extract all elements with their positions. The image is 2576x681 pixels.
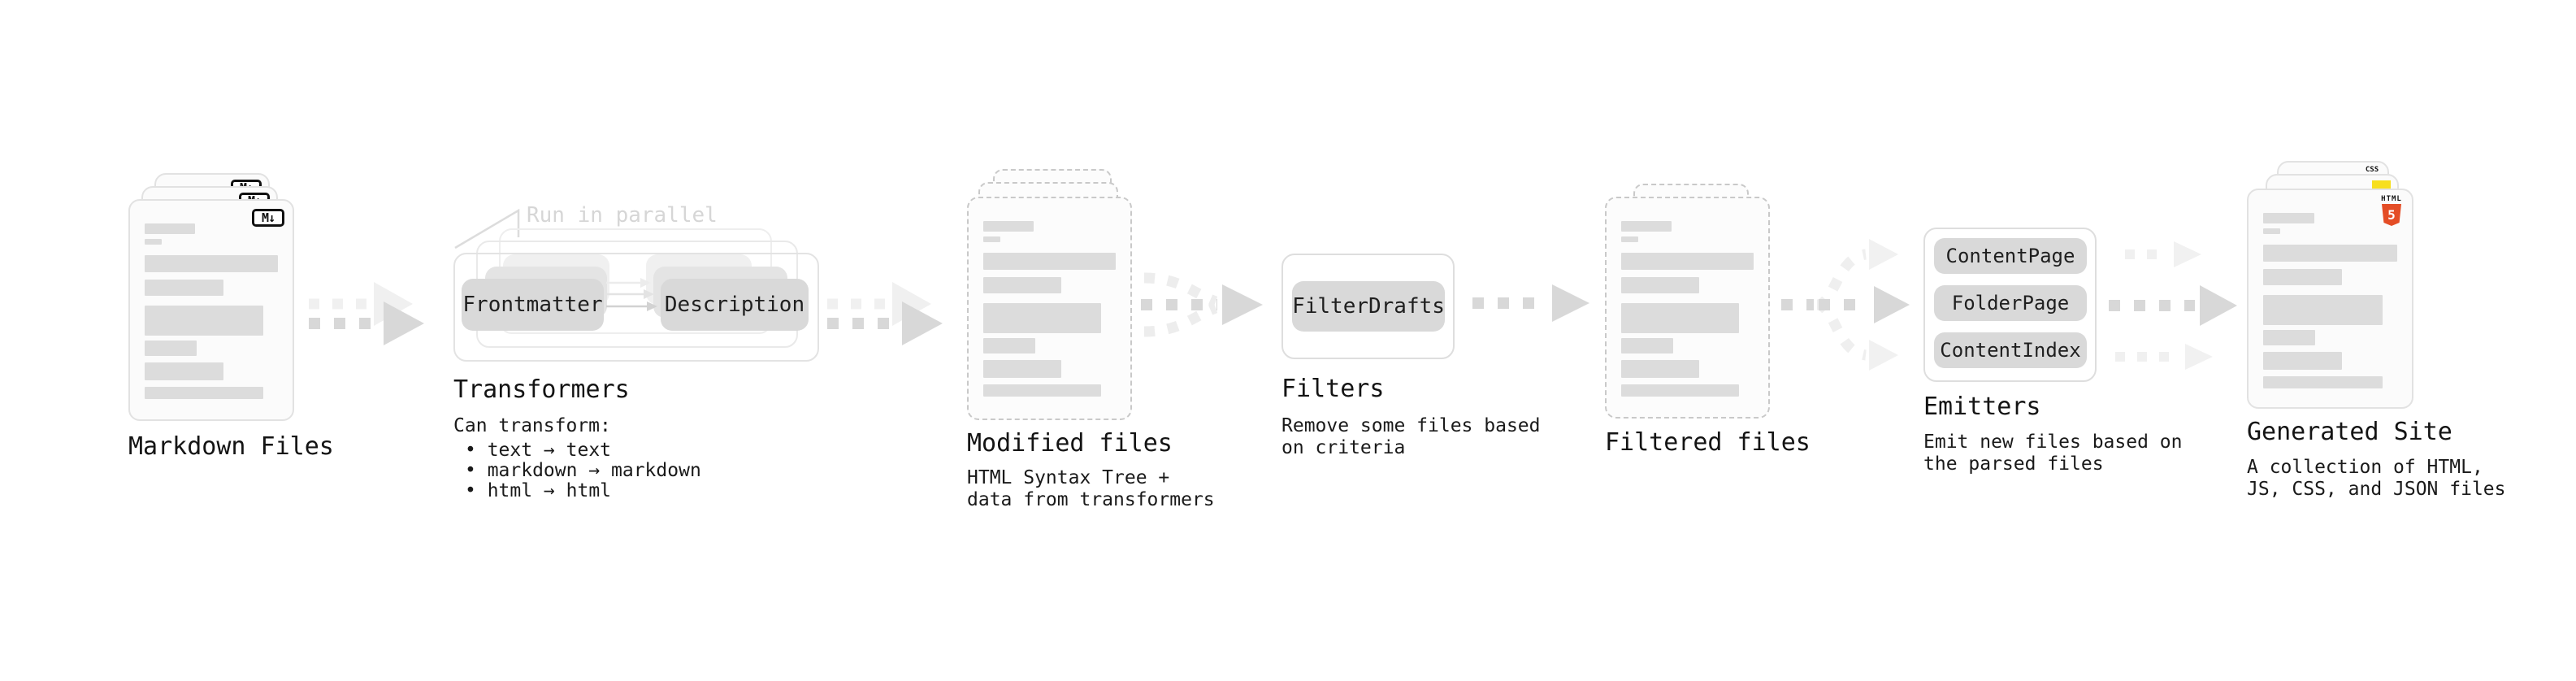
- stage-sub-generated-site: A collection of HTML, JS, CSS, and JSON …: [2247, 457, 2506, 500]
- placeholder-bar: [145, 239, 163, 245]
- placeholder-bar: [1621, 360, 1700, 378]
- frontmatter-pill: Frontmatter: [462, 279, 604, 331]
- placeholder-bar: [1621, 236, 1639, 242]
- html5-icon-caption: HTML: [2381, 195, 2402, 203]
- placeholder-bar: [145, 306, 263, 336]
- stage-label-filters: Filters: [1281, 375, 1385, 403]
- stage-label-transformers: Transformers: [453, 375, 630, 404]
- arrow-markdown-to-transformers: [309, 282, 424, 345]
- markdown-icon-text: M↓: [261, 210, 275, 225]
- run-in-parallel-annotation: Run in parallel: [527, 203, 718, 228]
- placeholder-bar: [2263, 295, 2383, 325]
- placeholder-bar: [983, 236, 1001, 242]
- transform-bullet: • markdown → markdown: [465, 460, 701, 481]
- html5-icon: HTML 5: [2381, 195, 2402, 226]
- stage-label-markdown-files: Markdown Files: [128, 432, 334, 461]
- placeholder-bar: [145, 223, 196, 234]
- css-icon-text: CSS: [2365, 166, 2379, 174]
- placeholder-bar: [1621, 277, 1700, 293]
- document-content-placeholder: [1607, 198, 1768, 397]
- placeholder-bar: [2263, 352, 2343, 370]
- content-index-pill: ContentIndex: [1934, 332, 2087, 368]
- markdown-file-card-front: M↓: [128, 199, 294, 421]
- placeholder-bar: [983, 384, 1102, 397]
- placeholder-bar: [983, 303, 1102, 333]
- placeholder-bar: [983, 221, 1034, 232]
- arrow-filtered-to-emitters-split: [1781, 239, 1910, 371]
- stage-label-modified-files: Modified files: [967, 429, 1173, 458]
- document-content-placeholder: [2249, 190, 2412, 388]
- transformer-box-front: [453, 253, 819, 362]
- transformers-description-block: Can transform: • text → text • markdown …: [453, 416, 701, 501]
- placeholder-bar: [983, 338, 1035, 354]
- document-content-placeholder: [130, 201, 293, 399]
- html5-icon-shield: 5: [2382, 204, 2401, 226]
- stage-label-emitters: Emitters: [1923, 393, 2041, 421]
- transformers-description: Can transform:: [453, 415, 611, 436]
- placeholder-bar: [1621, 253, 1754, 270]
- modified-file-card: [967, 197, 1132, 420]
- placeholder-bar: [1621, 384, 1740, 397]
- transform-bullet: • text → text: [465, 440, 612, 461]
- document-content-placeholder: [969, 198, 1130, 397]
- placeholder-bar: [145, 362, 223, 380]
- description-pill: Description: [661, 279, 809, 331]
- placeholder-bar: [2263, 213, 2314, 223]
- placeholder-bar: [1621, 221, 1672, 232]
- placeholder-bar: [1621, 303, 1740, 333]
- stage-sub-emitters: Emit new files based on the parsed files: [1923, 432, 2183, 475]
- transformer-internal-arrows: [606, 278, 657, 311]
- placeholder-bar: [145, 255, 278, 272]
- markdown-icon: M↓: [252, 209, 284, 227]
- transform-bullet: • html → html: [465, 480, 612, 501]
- stage-sub-filters: Remove some files based on criteria: [1281, 415, 1541, 458]
- placeholder-bar: [1621, 338, 1673, 354]
- html5-icon-numeral: 5: [2387, 207, 2396, 223]
- generated-site-card-front: HTML 5: [2247, 189, 2413, 409]
- placeholder-bar: [2263, 330, 2316, 345]
- javascript-icon: [2372, 180, 2391, 191]
- stage-label-generated-site: Generated Site: [2247, 418, 2452, 446]
- placeholder-bar: [2263, 228, 2281, 234]
- arrow-transformers-to-modified: [827, 282, 943, 345]
- placeholder-bar: [983, 360, 1062, 378]
- placeholder-bar: [145, 340, 197, 356]
- placeholder-bar: [2263, 376, 2383, 388]
- content-page-pill: ContentPage: [1934, 238, 2087, 274]
- placeholder-bar: [983, 253, 1116, 270]
- placeholder-bar: [2263, 269, 2343, 285]
- arrow-filters-to-filtered: [1472, 284, 1589, 322]
- filtered-file-card: [1605, 197, 1770, 419]
- stage-sub-modified-files: HTML Syntax Tree + data from transformer…: [967, 467, 1215, 510]
- filter-drafts-pill: FilterDrafts: [1292, 281, 1445, 332]
- placeholder-bar: [145, 280, 223, 296]
- arrow-emitters-to-generated: [2109, 241, 2237, 370]
- stage-label-filtered-files: Filtered files: [1605, 428, 1811, 457]
- placeholder-bar: [145, 387, 263, 399]
- placeholder-bar: [2263, 245, 2397, 262]
- placeholder-bar: [983, 277, 1062, 293]
- arrow-modified-to-filters-merge: [1141, 272, 1263, 337]
- folder-page-pill: FolderPage: [1934, 285, 2087, 321]
